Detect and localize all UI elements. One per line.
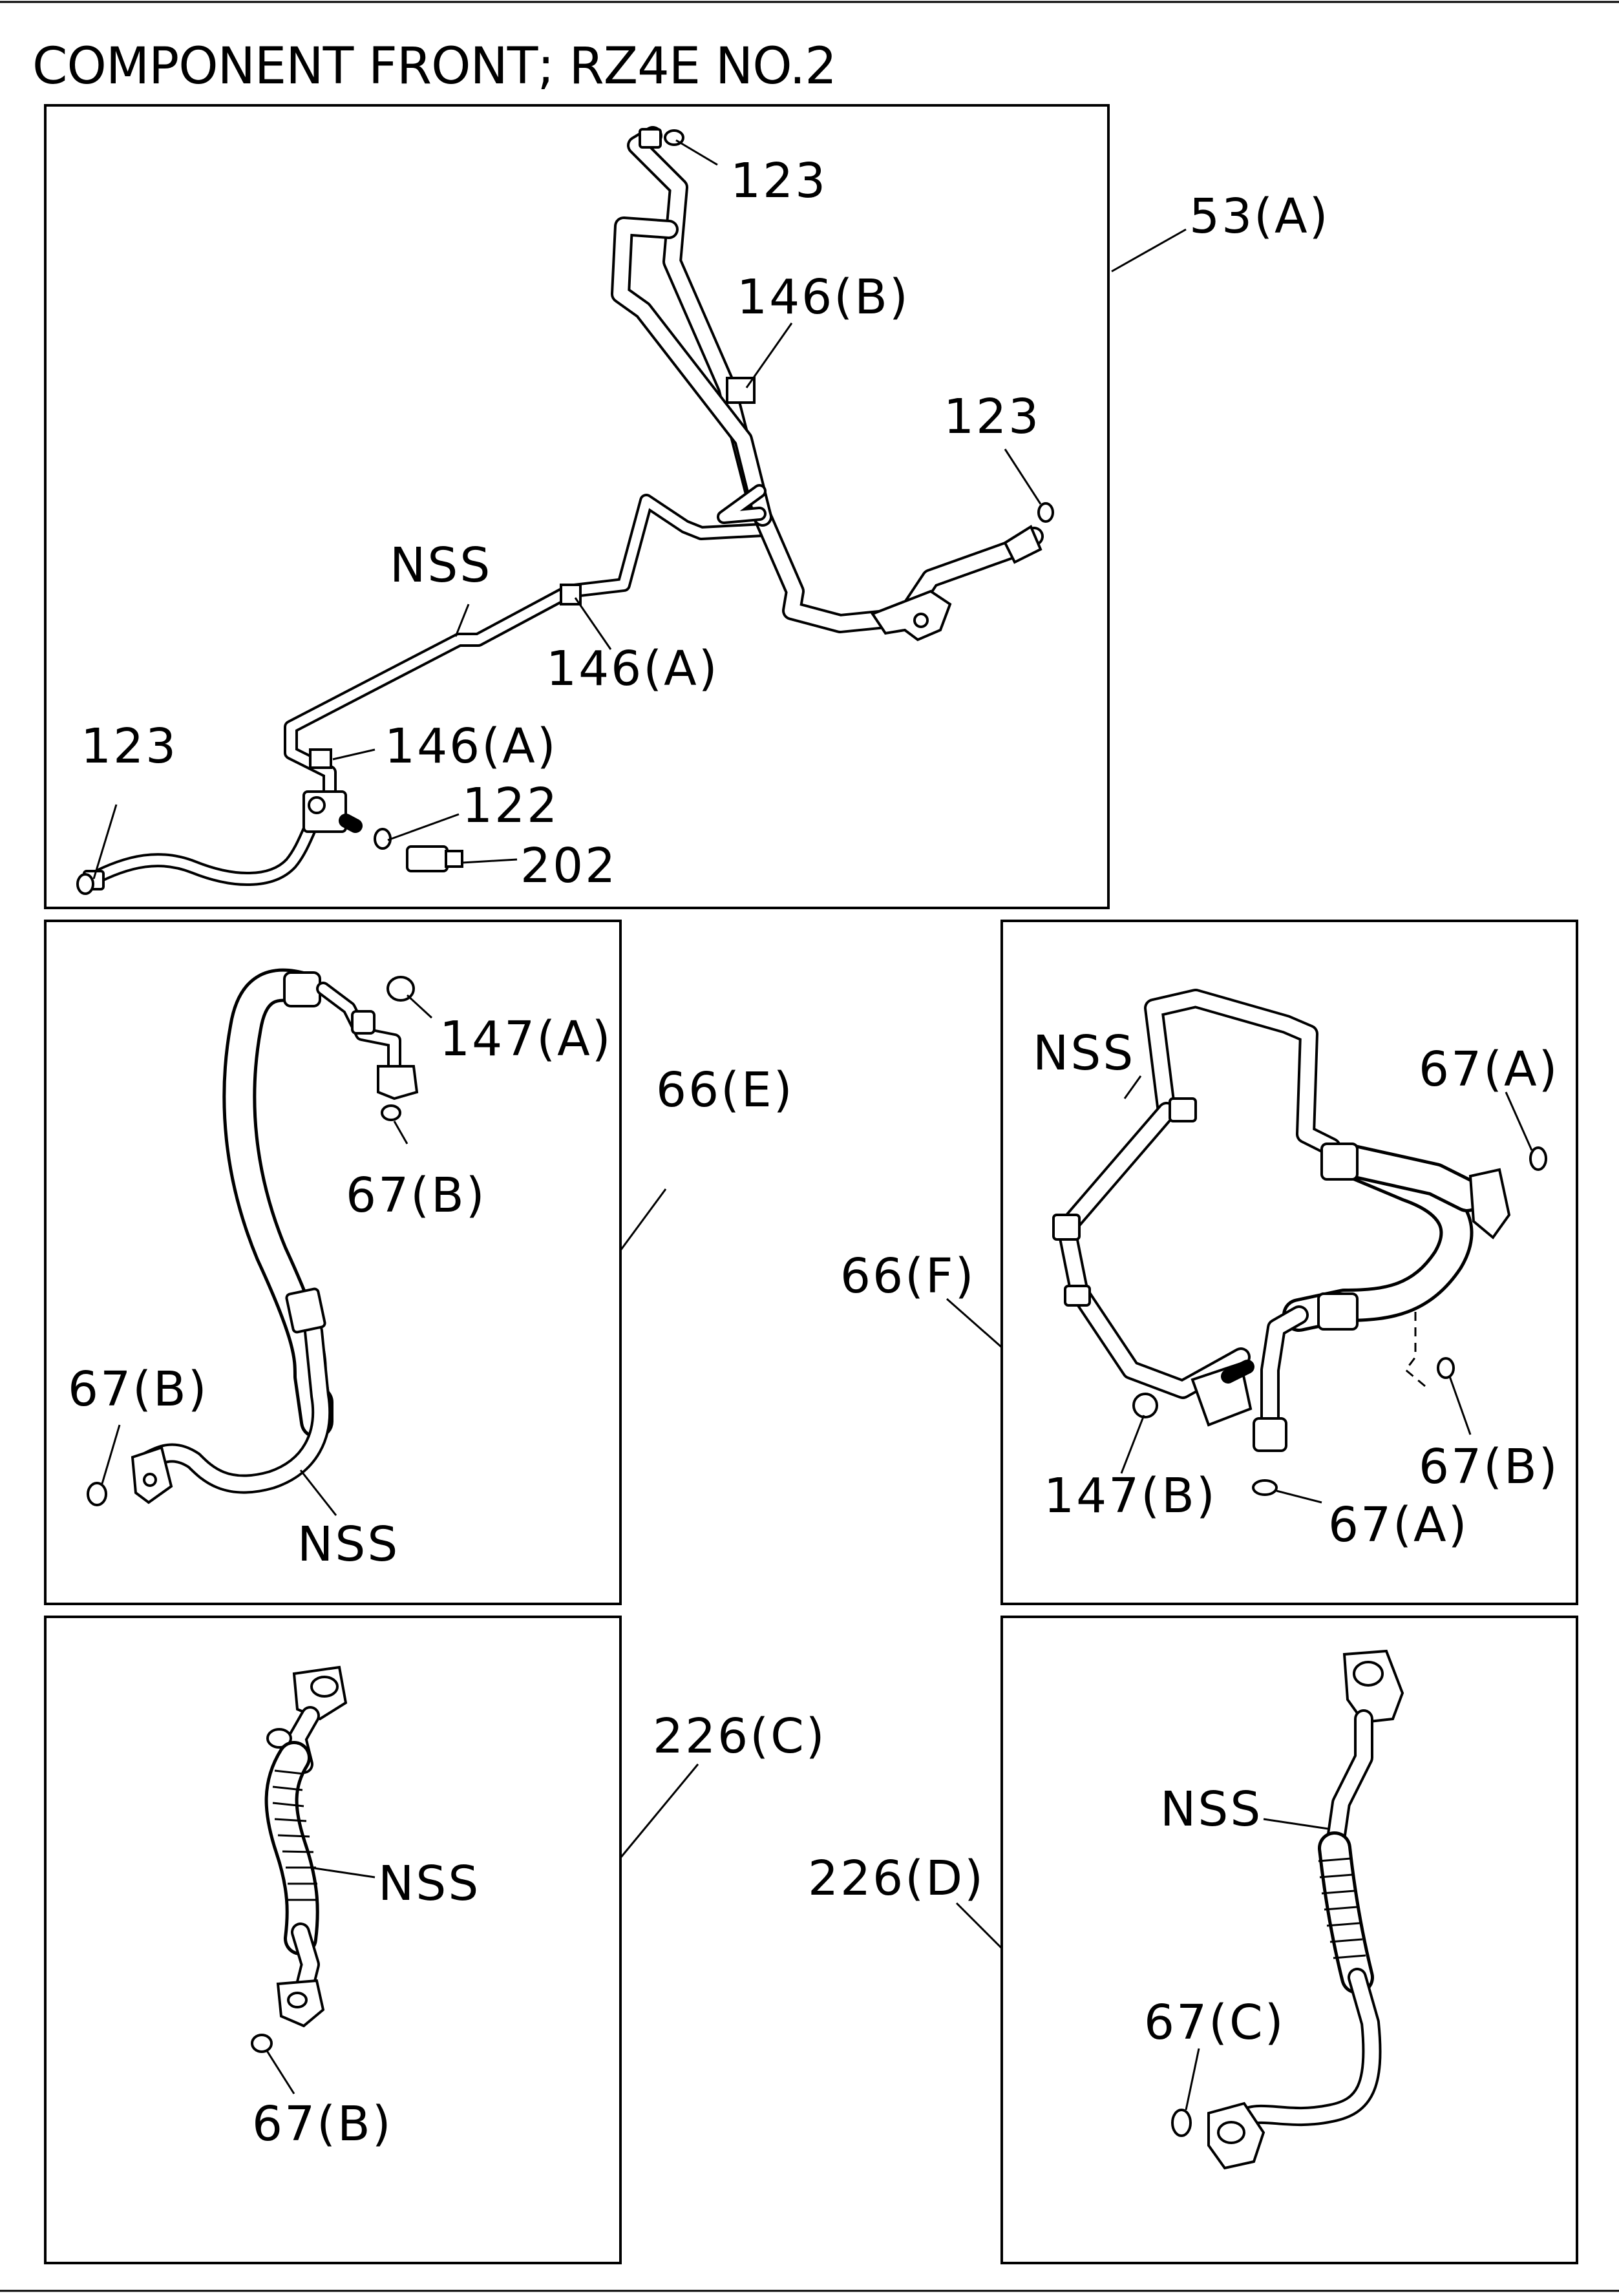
clip-66f-low <box>1064 1285 1091 1307</box>
panel-66f: NSS 67(A) 67(B) 147(B) 67(A) 66(F) <box>840 920 1578 1605</box>
cap-147b <box>1132 1393 1158 1418</box>
label-nss-226c: NSS <box>378 1856 480 1912</box>
label-nss-66f: NSS <box>1033 1026 1135 1081</box>
hose-assembly-66e <box>87 968 419 1506</box>
panel-53a-frame <box>44 104 1110 909</box>
label-67a-66f-right: 67(A) <box>1419 1042 1560 1097</box>
label-nss-226d: NSS <box>1160 1782 1262 1837</box>
label-147a: 147(A) <box>439 1011 613 1067</box>
panel-226c: NSS 67(B) 226(C) <box>44 1616 827 2264</box>
label-67b-66e-top: 67(B) <box>346 1168 487 1223</box>
o-ring-67b-top <box>381 1104 401 1121</box>
label-nss-66e: NSS <box>297 1517 399 1572</box>
label-nss-53a: NSS <box>390 538 492 593</box>
label-146a-lower: 146(A) <box>385 719 558 774</box>
panel-53a: 123 146(B) 123 NSS 146(A) 123 146(A) 122… <box>44 104 1330 909</box>
label-202: 202 <box>520 838 617 894</box>
label-146b: 146(B) <box>737 269 910 325</box>
panel-226c-frame <box>44 1616 622 2264</box>
label-226c: 226(C) <box>653 1709 827 1764</box>
label-66e: 66(E) <box>656 1062 794 1118</box>
panel-226d-frame <box>1000 1616 1578 2264</box>
o-ring-122 <box>374 828 392 850</box>
o-ring-67a-right <box>1529 1146 1547 1171</box>
block-fitting <box>302 790 347 833</box>
flange-66e-top <box>377 1065 419 1101</box>
flange-66f-right <box>1468 1168 1511 1239</box>
label-123-top: 123 <box>730 153 827 209</box>
pipe-nut-right <box>1003 525 1042 564</box>
label-67a-66f-bottom: 67(A) <box>1328 1497 1469 1553</box>
label-66f: 66(F) <box>840 1248 975 1304</box>
o-ring-123-left <box>76 873 94 895</box>
label-147b: 147(B) <box>1044 1468 1217 1524</box>
o-ring-67b-left <box>87 1482 107 1506</box>
label-67b-66e-left: 67(B) <box>68 1362 209 1417</box>
label-53a: 53(A) <box>1189 189 1330 244</box>
corrugations-226d <box>1318 1857 1366 1959</box>
crimp-sleeve-66e <box>285 1287 326 1334</box>
label-123-right: 123 <box>944 389 1041 445</box>
panel-66e-frame <box>44 920 622 1605</box>
label-67b-66f: 67(B) <box>1419 1439 1560 1495</box>
clip-66f-upper <box>1169 1097 1197 1122</box>
label-122: 122 <box>462 778 559 834</box>
clip-66f-mid <box>1052 1214 1081 1241</box>
label-146a-upper: 146(A) <box>546 641 719 697</box>
o-ring-67b-66f <box>1437 1357 1455 1379</box>
crimp-sleeve-66f-a <box>1320 1143 1359 1181</box>
corrugations-226c <box>272 1769 317 1901</box>
label-123-left: 123 <box>81 719 178 774</box>
hose-assembly-226d <box>1171 1649 1404 2170</box>
pipe-assembly-66f <box>1052 989 1547 1496</box>
fitting-66f-bottom <box>1253 1417 1287 1452</box>
hose-assembly-226c <box>251 1665 348 2053</box>
o-ring-123-right <box>1037 502 1054 523</box>
bracket-146b <box>726 377 756 404</box>
pipe-end-top <box>639 128 662 149</box>
mount-bracket <box>870 589 952 642</box>
crimp-sleeve-66f-b <box>1317 1292 1359 1331</box>
page-title: COMPONENT FRONT; RZ4E NO.2 <box>32 37 837 96</box>
clip-146a-lower <box>309 748 332 769</box>
panel-66e: 147(A) 67(B) 67(B) NSS 66(E) <box>44 920 794 1605</box>
label-226d: 226(D) <box>808 1851 985 1906</box>
fitting-66e-mid <box>351 1010 376 1035</box>
label-67c: 67(C) <box>1144 1995 1286 2050</box>
cap-147a <box>386 976 415 1002</box>
o-ring-67a-bottom <box>1252 1479 1278 1496</box>
o-ring-67c <box>1171 2109 1192 2137</box>
hose-end-top-66e <box>283 971 321 1007</box>
o-ring-67b-226c <box>251 2034 273 2053</box>
label-67b-226c: 67(B) <box>252 2096 393 2152</box>
pipe-assembly-53a <box>76 126 1054 895</box>
panel-66f-frame <box>1000 920 1578 1605</box>
pressure-switch-202 <box>406 845 449 872</box>
panel-226d: NSS 67(C) 226(D) <box>808 1616 1578 2264</box>
